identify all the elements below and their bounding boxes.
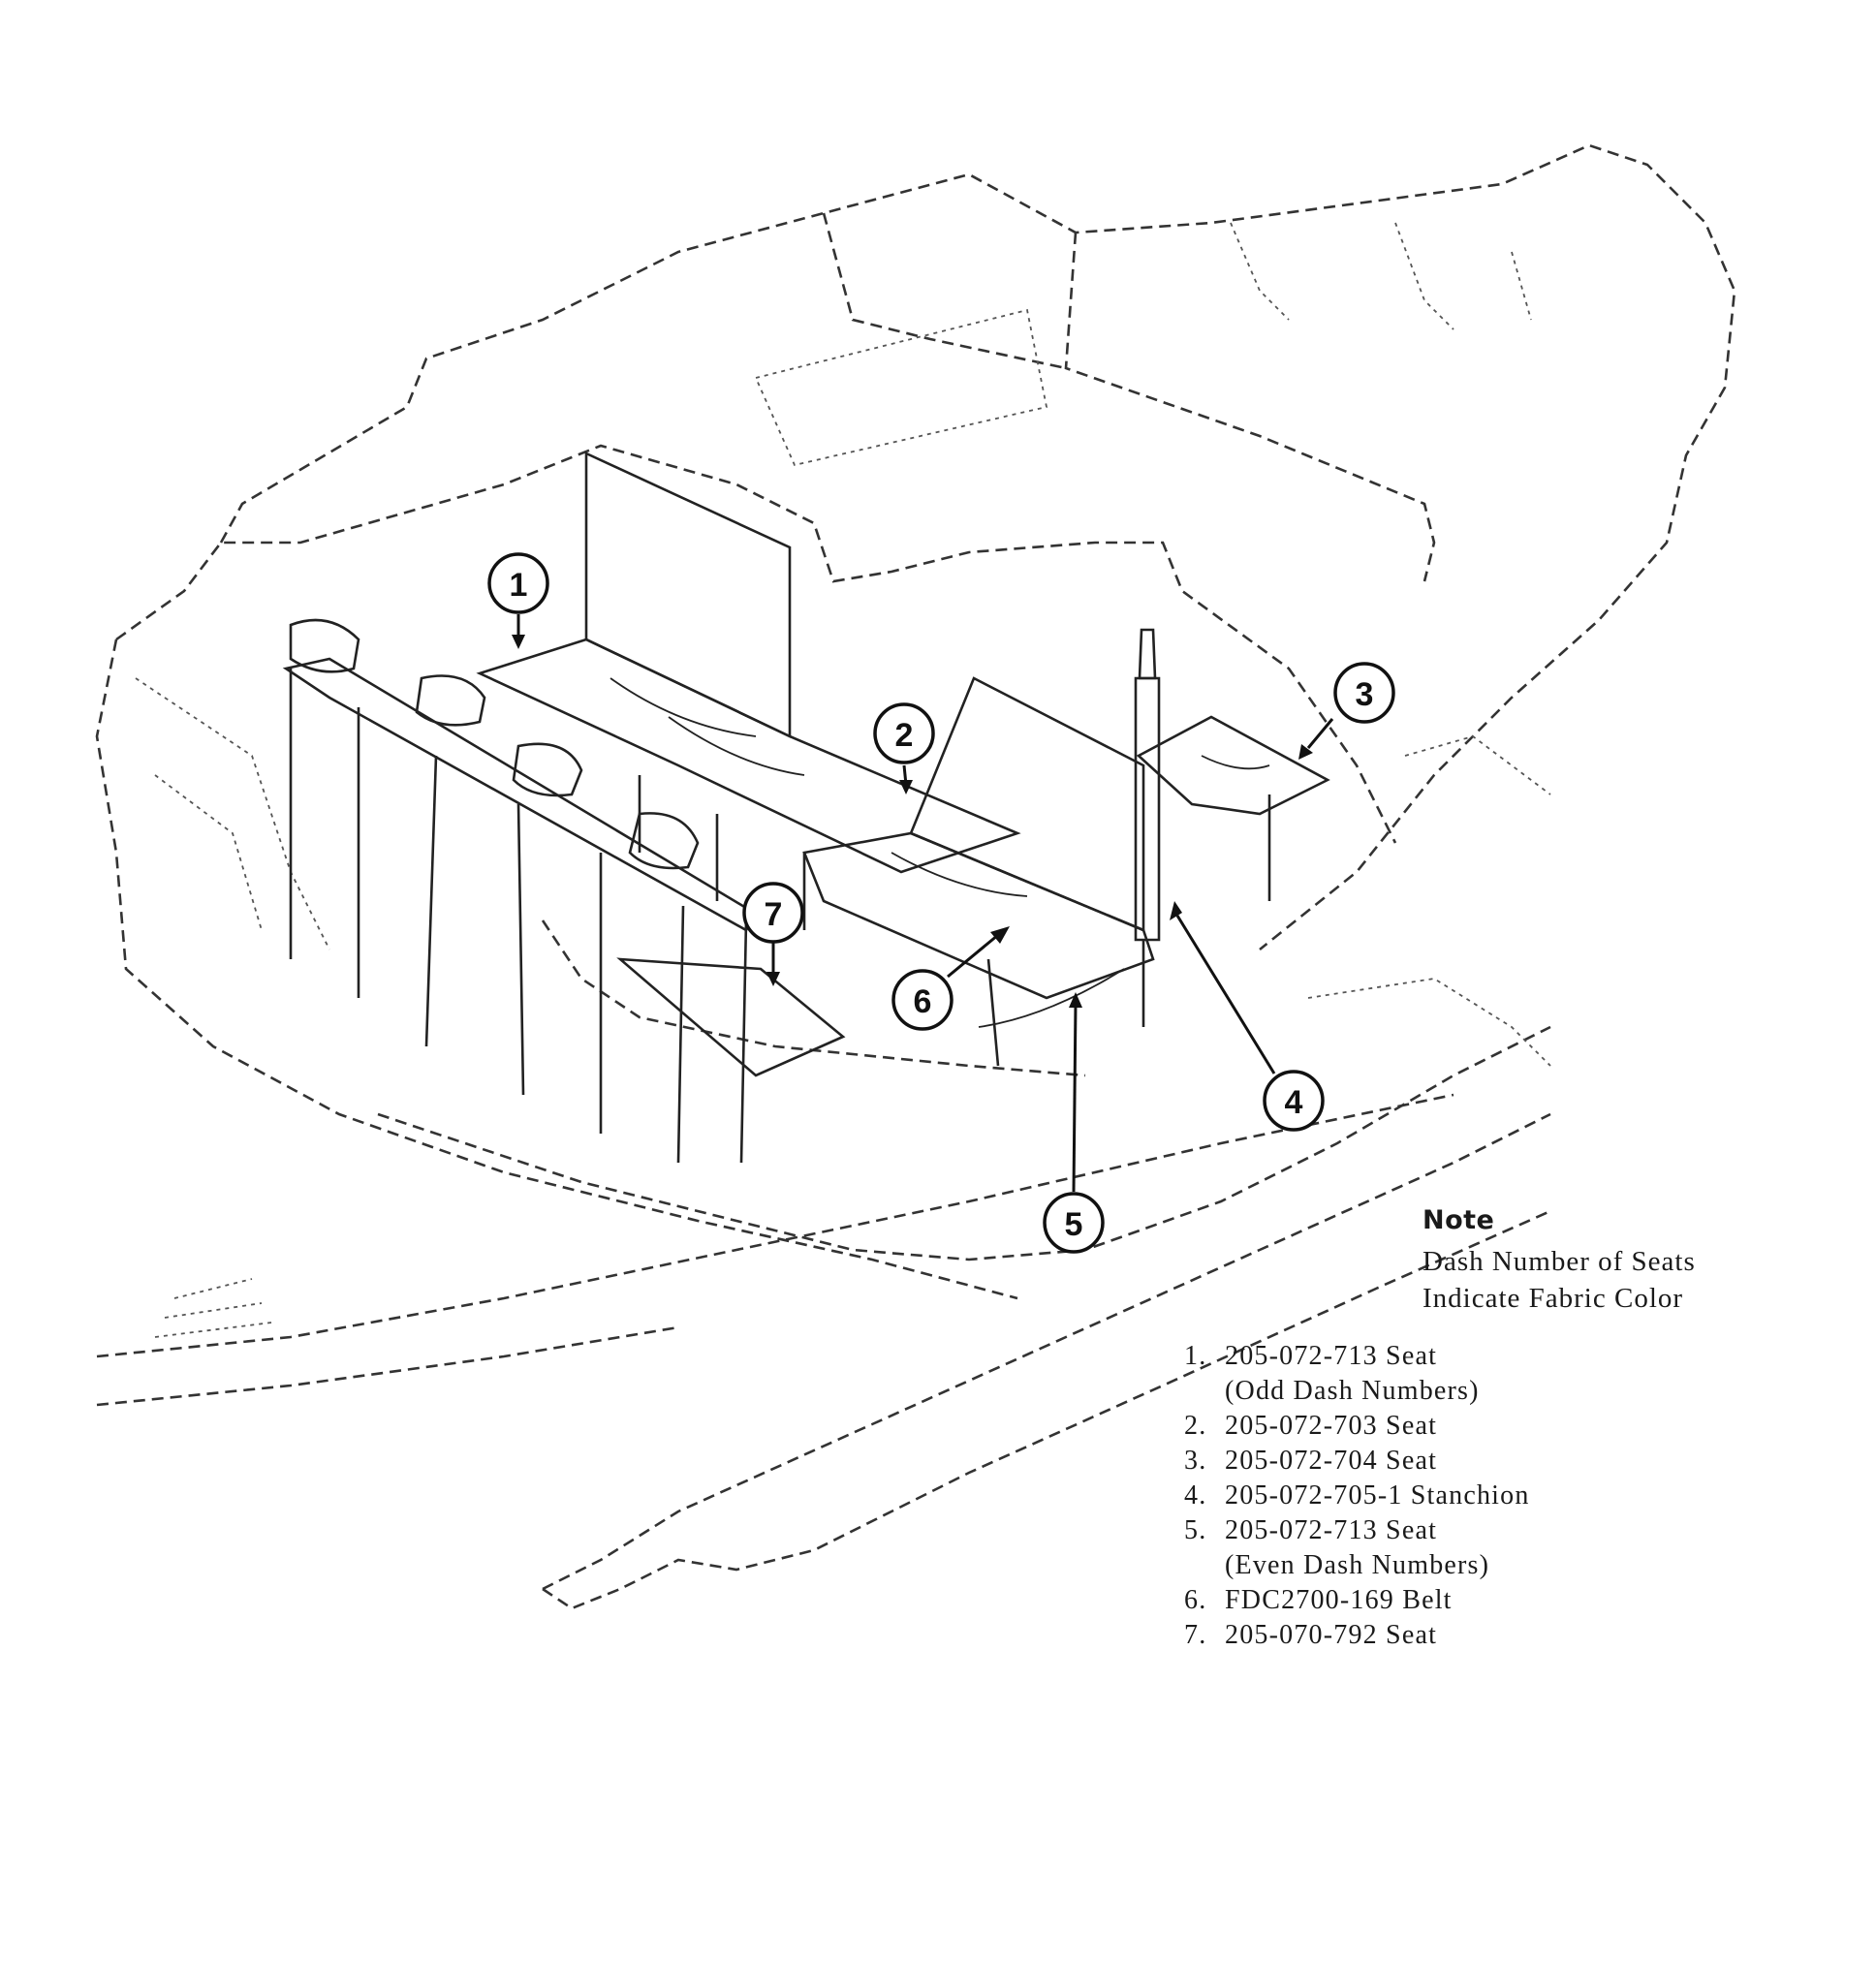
fuselage-phantom-outline [95, 143, 1736, 1610]
seat-2-bottom [802, 831, 1155, 1000]
interior-phantom-details [135, 222, 1551, 1338]
seat-frame-rail [282, 657, 753, 932]
seat-belts [610, 677, 1270, 1028]
seat-1-bottom [476, 638, 1021, 874]
callout-5: 5 [1043, 1192, 1105, 1254]
note-line: Dash Number of Seats [1423, 1246, 1696, 1277]
legend-item-5: 5. 205-072-713 Seat [1184, 1515, 1438, 1545]
note-body: Dash Number of Seats Indicate Fabric Col… [1423, 1243, 1849, 1317]
svg-text:6: 6 [914, 983, 932, 1020]
svg-text:3: 3 [1356, 676, 1374, 713]
stanchion-4 [1134, 676, 1161, 942]
callout-7: 7 [742, 882, 804, 944]
note-block: Note Dash Number of Seats Indicate Fabri… [1423, 1205, 1849, 1317]
legend-item-5-note: (Even Dash Numbers) [1225, 1550, 1490, 1580]
seat-3-bottom [1136, 715, 1330, 816]
svg-text:2: 2 [895, 717, 914, 754]
legend-item-7: 7. 205-070-792 Seat [1184, 1620, 1438, 1650]
legend-item-6: 6. FDC2700-169 Belt [1184, 1585, 1453, 1615]
parts-legend: 1. 205-072-713 Seat (Odd Dash Numbers) 2… [1184, 1339, 1727, 1653]
headrest-pads [289, 618, 700, 870]
callout-4: 4 [1263, 1070, 1325, 1132]
seat-2-backrest [909, 676, 1145, 932]
legend-item-2: 2. 205-072-703 Seat [1184, 1411, 1438, 1441]
svg-text:4: 4 [1285, 1084, 1303, 1121]
legend-item-4: 4. 205-072-705-1 Stanchion [1184, 1480, 1530, 1510]
note-title: Note [1423, 1205, 1495, 1235]
legend-item-3: 3. 205-072-704 Seat [1184, 1446, 1438, 1476]
legend-item-1: 1. 205-072-713 Seat [1184, 1341, 1438, 1371]
seat-7-bottom [616, 957, 846, 1077]
seat-assemblies [282, 451, 1330, 1164]
leader-lines [512, 614, 1334, 1193]
legend-item-1-note: (Odd Dash Numbers) [1225, 1376, 1480, 1406]
callout-6: 6 [891, 969, 954, 1031]
seat-5-frame [289, 669, 748, 1164]
floor-stanchions [638, 775, 1271, 1067]
svg-text:7: 7 [765, 896, 783, 933]
callout-1: 1 [487, 552, 549, 614]
callout-2: 2 [873, 702, 935, 764]
svg-text:5: 5 [1065, 1206, 1083, 1243]
note-line: Indicate Fabric Color [1423, 1283, 1684, 1314]
callout-3: 3 [1333, 662, 1395, 724]
svg-text:1: 1 [510, 567, 528, 604]
